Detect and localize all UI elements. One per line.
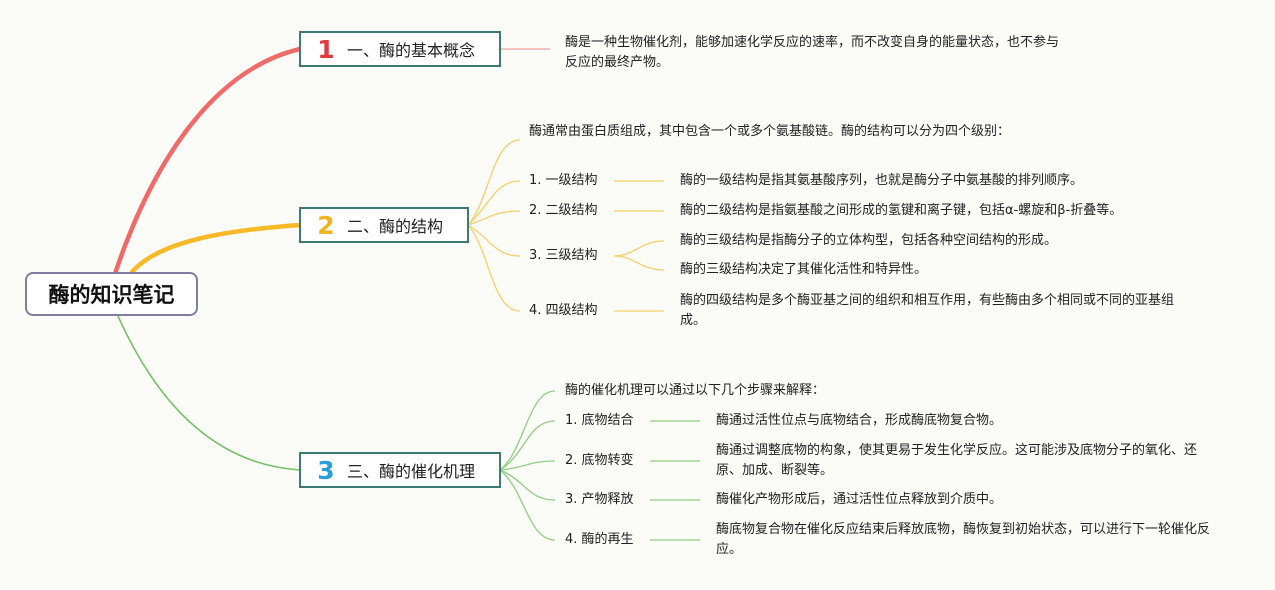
topic-3-item-2-label[interactable]: 2. 底物转变 — [565, 453, 634, 468]
connector-2-item2 — [467, 210, 521, 226]
connector-2-intro — [467, 139, 521, 226]
connector-2-item4 — [467, 224, 521, 312]
number-3-icon: 3 — [317, 455, 335, 485]
topic-2-title: 二、酶的结构 — [347, 217, 444, 236]
root-node[interactable]: 酶的知识笔记 — [25, 272, 198, 316]
connector-3-item1 — [499, 420, 556, 471]
connector-2-item3 — [467, 224, 521, 257]
topic-2-item-1-label[interactable]: 1. 一级结构 — [529, 173, 598, 188]
topic-2-node[interactable]: 2 二、酶的结构 — [299, 207, 469, 243]
topic-1-description: 酶是一种生物催化剂，能够加速化学反应的速率，而不改变自身的能量状态，也不参与反应… — [565, 35, 1060, 70]
topic-3-item-2-detail: 酶通过调整底物的构象，使其更易于发生化学反应。这可能涉及底物分子的氧化、还原、加… — [716, 443, 1198, 478]
topic-1-node[interactable]: 1 一、酶的基本概念 — [299, 31, 501, 67]
topic-3-item-1-detail: 酶通过活性位点与底物结合，形成酶底物复合物。 — [716, 413, 1003, 428]
number-2-icon: 2 — [317, 210, 335, 240]
connector-2-item1 — [467, 180, 521, 226]
topic-2-item-3-detail-2: 酶的三级结构决定了其催化活性和特异性。 — [680, 262, 928, 277]
topic-3-item-3-label[interactable]: 3. 产物释放 — [565, 492, 634, 507]
number-1-icon: 1 — [317, 34, 335, 64]
topic-3-title: 三、酶的催化机理 — [347, 462, 476, 481]
root-title: 酶的知识笔记 — [48, 283, 175, 307]
topic-3-node[interactable]: 3 三、酶的催化机理 — [299, 452, 501, 488]
connector-3-item4 — [499, 469, 556, 541]
topic-3-intro: 酶的催化机理可以通过以下几个步骤来解释： — [565, 383, 826, 398]
topic-2-item-3-label[interactable]: 3. 三级结构 — [529, 248, 598, 263]
topic-2-item-4-label[interactable]: 4. 四级结构 — [529, 303, 598, 318]
connector-3-intro — [499, 390, 556, 471]
topic-2-item-2-label[interactable]: 2. 二级结构 — [529, 203, 598, 218]
topic-2-item-2-detail: 酶的二级结构是指氨基酸之间形成的氢键和离子键，包括α-螺旋和β-折叠等。 — [680, 203, 1123, 218]
topic-3-item-1-label[interactable]: 1. 底物结合 — [565, 413, 634, 428]
connector-3-item2 — [499, 460, 556, 471]
branch-line-1 — [109, 46, 303, 286]
topic-3-item-3-detail: 酶催化产物形成后，通过活性位点释放到介质中。 — [716, 492, 1003, 507]
topic-1-title: 一、酶的基本概念 — [347, 41, 476, 60]
connector-3-item3 — [499, 469, 556, 501]
topic-2-item-4-detail: 酶的四级结构是多个酶亚基之间的组织和相互作用，有些酶由多个相同或不同的亚基组成。 — [680, 293, 1175, 328]
topic-3-item-4-label[interactable]: 4. 酶的再生 — [565, 532, 634, 547]
branch-line-2 — [129, 222, 303, 275]
topic-2-intro: 酶通常由蛋白质组成，其中包含一个或多个氨基酸链。酶的结构可以分为四个级别： — [529, 124, 1011, 139]
topic-2-item-3-detail-1: 酶的三级结构是指酶分子的立体构型，包括各种空间结构的形成。 — [680, 233, 1058, 248]
topic-2-item-1-detail: 酶的一级结构是指其氨基酸序列，也就是酶分子中氨基酸的排列顺序。 — [680, 173, 1084, 188]
topic-3-item-4-detail: 酶底物复合物在催化反应结束后释放底物，酶恢复到初始状态，可以进行下一轮催化反应。 — [716, 522, 1211, 557]
branch-line-3 — [117, 315, 301, 471]
